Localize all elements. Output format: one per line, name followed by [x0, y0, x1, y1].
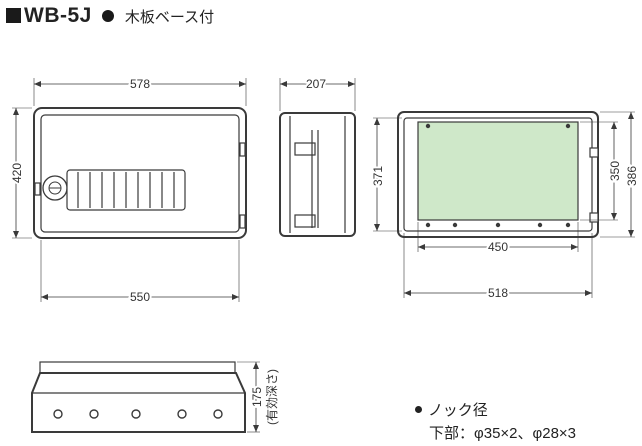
notes-detail: 下部：φ35×2、φ28×3 [429, 425, 577, 442]
knockout-notes: ノック径 下部：φ35×2、φ28×3 [415, 399, 576, 445]
dim-front-width-top: 578 [130, 77, 150, 91]
dim-back-height-outer: 371 [371, 166, 385, 186]
dim-back-width-inner: 450 [488, 240, 508, 254]
dim-front-width-bottom: 550 [130, 290, 150, 304]
bullet-dot-icon [415, 406, 422, 413]
bottom-view [31, 361, 260, 433]
model-subtitle: 木板ベース付 [124, 9, 215, 26]
dim-bottom-depth-note: (有効深さ) [264, 369, 279, 425]
dim-front-height: 420 [10, 163, 24, 183]
circle-bullet-icon [101, 10, 114, 22]
dim-side-depth: 207 [306, 77, 326, 91]
dim-bottom-depth: 175 [250, 387, 264, 407]
square-bullet-icon [6, 8, 21, 23]
model-number: WB-5J [24, 4, 92, 27]
side-view [279, 78, 356, 237]
front-view [12, 78, 247, 302]
drawing-title: WB-5J 木板ベース付 [6, 4, 214, 30]
back-view [373, 111, 635, 298]
dim-back-width-outer: 518 [488, 286, 508, 300]
notes-title: ノック径 [428, 402, 488, 419]
notes-title-line: ノック径 [415, 399, 576, 422]
wood-base-panel [417, 121, 579, 221]
dim-back-height-inner: 350 [608, 161, 622, 181]
dim-back-height-total: 386 [625, 166, 639, 186]
